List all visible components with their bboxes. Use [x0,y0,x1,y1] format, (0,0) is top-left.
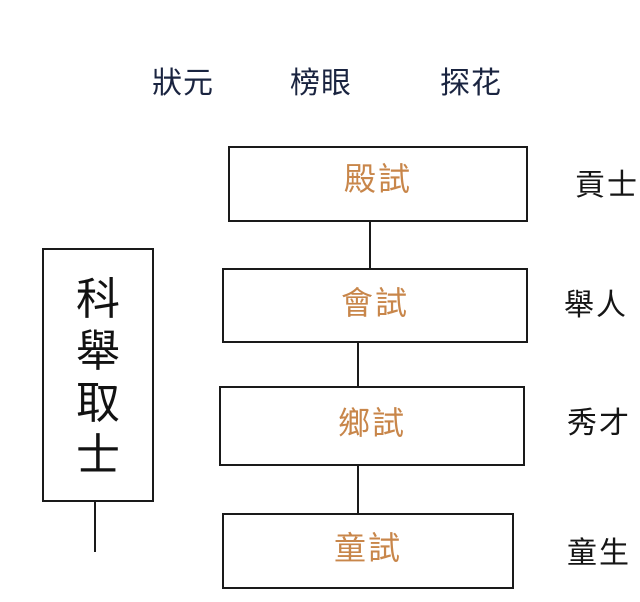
box-huishi: 會試 [222,268,528,343]
side-title-char-4: 士 [76,430,120,481]
box-dianshi: 殿試 [228,146,528,222]
label-huishi: 會試 [340,284,409,322]
rank-tongsheng: 童生 [567,536,631,571]
side-title-box: 科 舉 取 士 [42,248,154,502]
box-xiangshi: 鄉試 [219,386,525,466]
title-bangyan: 榜眼 [290,66,352,101]
side-title-char-3: 取 [76,378,120,429]
label-dianshi: 殿試 [343,160,412,198]
label-tongshi: 童試 [333,529,402,567]
title-tanhua: 探花 [440,66,502,101]
rank-gongshi: 貢士 [575,168,639,203]
box-tongshi: 童試 [222,513,514,589]
rank-xiucai: 秀才 [567,406,631,441]
rank-juren: 舉人 [564,288,628,323]
title-zhuangyuan: 狀元 [152,66,214,101]
side-title-char-2: 舉 [76,326,120,377]
label-xiangshi: 鄉試 [337,404,406,442]
side-title-char-1: 科 [76,274,120,325]
